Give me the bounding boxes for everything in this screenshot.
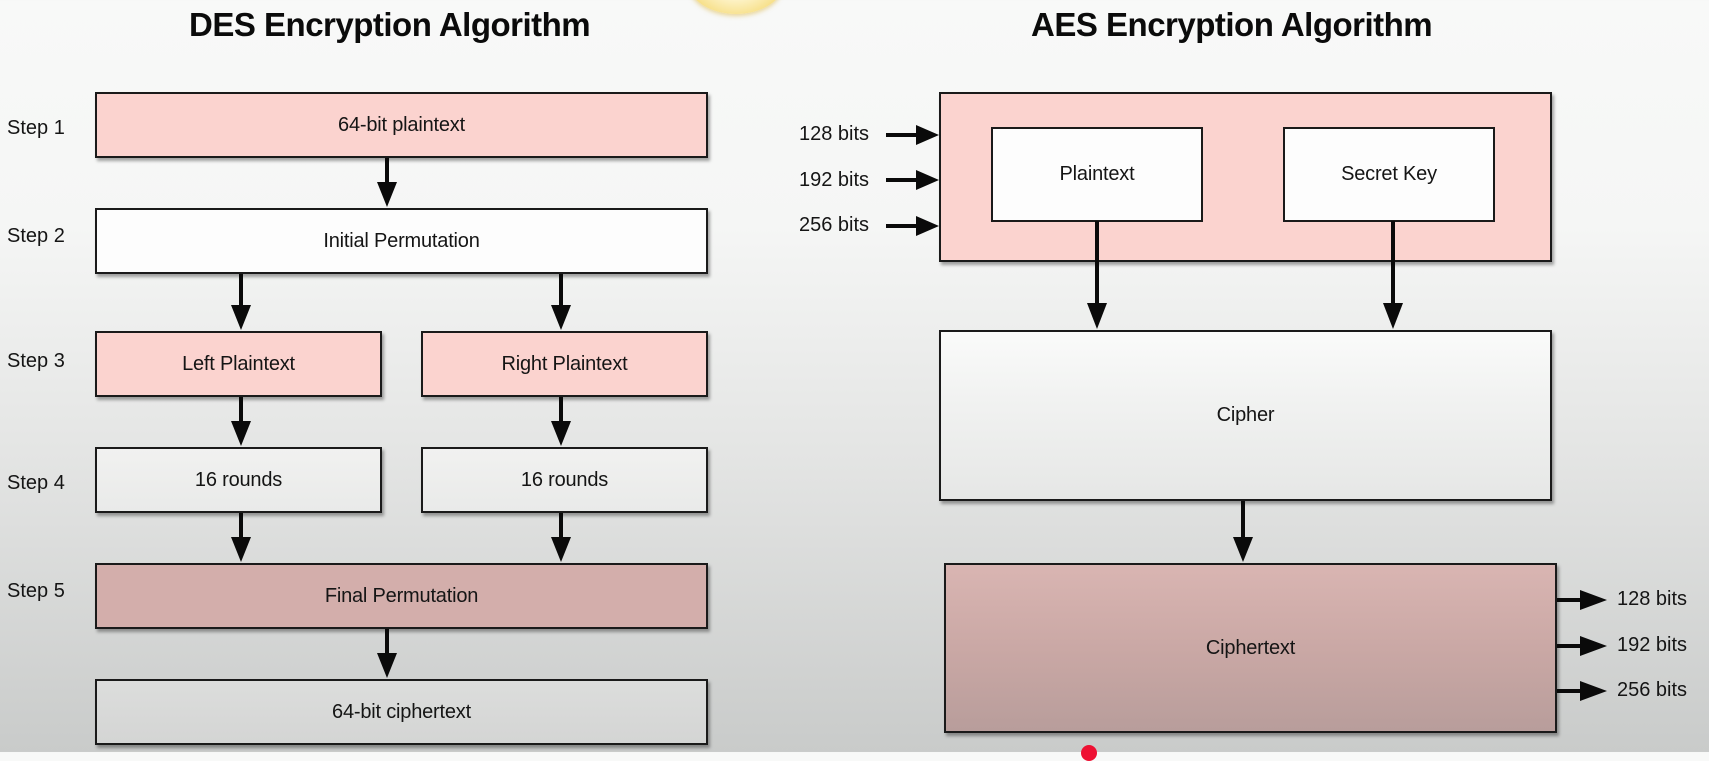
des-arrow-ip-to-right [551, 274, 571, 330]
des-plaintext-label: 64-bit plaintext [338, 113, 465, 136]
des-arrow-left-to-rounds [231, 397, 251, 446]
des-arrow-ip-to-left [231, 274, 251, 330]
step-label-1: Step 1 [7, 117, 65, 139]
aes-input-bits-256: 256 bits [799, 214, 870, 236]
aes-cipher-label: Cipher [1216, 404, 1275, 426]
aes-secret-key-box: Secret Key [1283, 127, 1495, 222]
des-initial-permutation-box: Initial Permutation [95, 208, 708, 274]
step-label-5: Step 5 [7, 580, 65, 602]
des-initial-permutation-label: Initial Permutation [323, 229, 480, 252]
step-label-3: Step 3 [7, 350, 65, 372]
aes-output-bits-128: 128 bits [1617, 588, 1688, 610]
aes-input-arrow-256 [886, 216, 939, 236]
des-right-plaintext-label: Right Plaintext [501, 352, 628, 375]
aes-ciphertext-label: Ciphertext [1205, 636, 1296, 659]
des-left-rounds-box: 16 rounds [95, 447, 382, 513]
des-arrow-left-rounds-to-final [231, 513, 251, 562]
des-ciphertext-box: 64-bit ciphertext [95, 679, 708, 745]
step-label-2: Step 2 [7, 225, 65, 247]
aes-output-bits-192: 192 bits [1617, 634, 1688, 656]
des-arrow-right-rounds-to-final [551, 513, 571, 562]
aes-output-arrow-128 [1557, 590, 1607, 610]
aes-secret-key-label: Secret Key [1341, 163, 1437, 185]
red-pointer-dot [1081, 745, 1097, 761]
aes-title: AES Encryption Algorithm [1031, 6, 1433, 43]
aes-input-bits-128: 128 bits [799, 123, 870, 145]
aes-input-arrow-128 [886, 125, 939, 145]
des-arrow-right-to-rounds [551, 397, 571, 446]
aes-output-arrow-192 [1557, 636, 1607, 656]
des-right-rounds-box: 16 rounds [421, 447, 708, 513]
aes-ciphertext-box: Ciphertext [944, 563, 1557, 733]
des-right-rounds-label: 16 rounds [520, 468, 609, 491]
des-final-permutation-box: Final Permutation [95, 563, 708, 629]
des-title: DES Encryption Algorithm [189, 6, 591, 43]
des-final-permutation-label: Final Permutation [324, 584, 479, 607]
step-label-4: Step 4 [7, 472, 65, 494]
aes-output-bits-256: 256 bits [1617, 679, 1688, 701]
des-ciphertext-label: 64-bit ciphertext [332, 700, 471, 723]
des-right-plaintext-box: Right Plaintext [421, 331, 708, 397]
des-left-plaintext-box: Left Plaintext [95, 331, 382, 397]
des-plaintext-box: 64-bit plaintext [95, 92, 708, 158]
aes-plaintext-box: Plaintext [991, 127, 1203, 222]
yellow-cursor-highlight [688, 0, 784, 14]
aes-arrow-cipher-to-ciphertext [1233, 501, 1253, 562]
aes-input-bits-192: 192 bits [799, 169, 870, 191]
aes-cipher-box: Cipher [939, 330, 1552, 501]
aes-plaintext-label: Plaintext [1059, 163, 1135, 185]
des-left-plaintext-label: Left Plaintext [182, 352, 295, 375]
des-left-rounds-label: 16 rounds [194, 468, 283, 491]
des-arrow-plaintext-to-ip [377, 158, 397, 207]
aes-input-arrow-192 [886, 170, 939, 190]
des-arrow-final-to-ciphertext [377, 629, 397, 678]
aes-output-arrow-256 [1557, 681, 1607, 701]
